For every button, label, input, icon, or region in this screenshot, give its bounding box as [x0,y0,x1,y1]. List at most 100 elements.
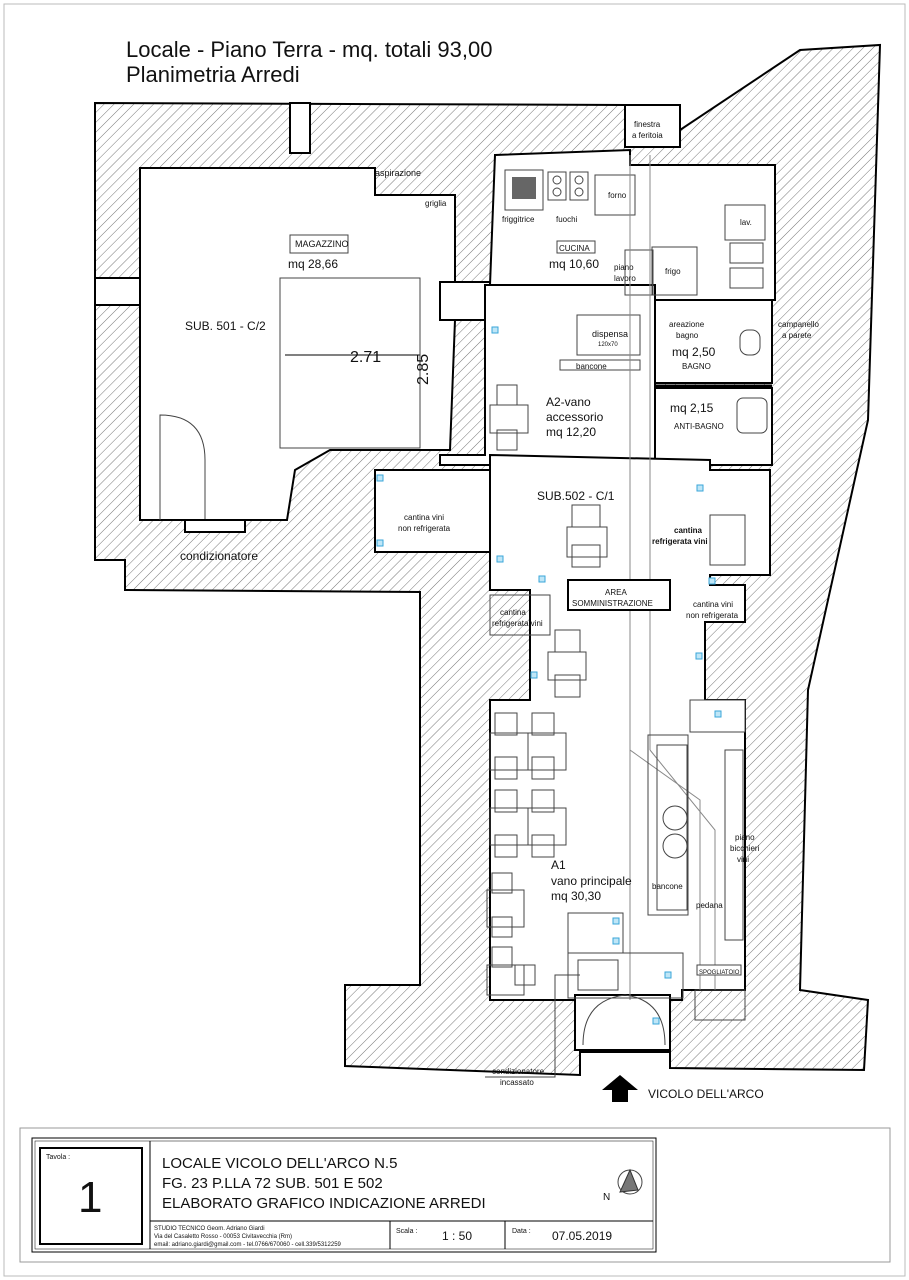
piano-lavoro-label-2: lavoro [614,274,636,283]
entrance-label: VICOLO DELL'ARCO [648,1087,764,1101]
area-somm-label-2: SOMMINISTRAZIONE [572,599,653,608]
piano-bicchieri-label-3: vini [737,855,749,864]
a1-label-2: vano principale [551,874,632,888]
area-somm-label-box [567,579,671,611]
spogliatoio-label-box [696,964,742,976]
sink-1 [729,242,764,264]
antibagno-label: ANTI-BAGNO [674,422,724,431]
bagno-label: BAGNO [682,362,711,371]
frigo [651,246,698,296]
forno-label: forno [608,191,627,200]
griglia-label: griglia [425,199,447,208]
dispensa [576,314,641,356]
cantina-ref-right-label-2: refrigerata vini [652,537,708,546]
tavola-number: 1 [78,1173,102,1222]
piano-lavoro-label: piano [614,263,634,272]
sub501-label: SUB. 501 - C/2 [185,319,266,333]
dimension-height: 2.85 [415,354,432,385]
bancone-bar [647,734,689,916]
side-passage [94,277,141,306]
tavola-label: Tavola : [46,1154,70,1161]
cantina-nr-right-label-2: non refrigerata [686,611,739,620]
friggitrice-label: friggitrice [502,215,535,224]
sink-2 [729,267,764,289]
campanello-label-2: a parete [782,331,812,340]
piano-bicchieri-label-2: bicchieri [730,844,760,853]
scala-value: 1 : 50 [442,1229,472,1243]
plan-subtitle: Planimetria Arredi [126,62,300,87]
campanello-label: campanello [778,320,819,329]
north-arrow-icon [617,1168,643,1195]
aspirazione-label: aspirazione [375,168,421,178]
toilet [739,329,761,356]
burner-1 [547,171,567,201]
curved-wall [159,414,206,520]
title-line-1: LOCALE VICOLO DELL'ARCO N.5 [162,1155,397,1172]
cantina-nr-right-label: cantina vini [693,600,733,609]
dispensa-size: 120x70 [598,342,618,348]
friggitrice-basket [512,177,536,199]
electrical-sockets [376,326,722,1025]
lockers [694,989,746,1021]
spogliatoio-label: SPOGLIATOIO [699,970,740,976]
antibagno-area: mq 2,15 [670,401,714,415]
cond-incassato-label-2: incassato [500,1078,534,1087]
data-value: 07.05.2019 [552,1229,612,1243]
piano-lavoro [624,249,654,296]
studio-name: STUDIO TECNICO Geom. Adriano Giardi [154,1226,265,1232]
cucina-area: mq 10,60 [549,257,599,271]
a1-label: A1 [551,858,566,872]
cantina-refrigerata-left [489,594,551,636]
dimension-width: 2.71 [350,349,381,366]
plan-title: Locale - Piano Terra - mq. totali 93,00 [126,37,492,62]
scala-label: Scala : [396,1228,417,1235]
room-cantina-left [374,469,491,553]
page-border [3,3,906,1277]
forno [594,174,636,216]
fuochi-label: fuochi [556,215,578,224]
areazione-label: areazione [669,320,705,329]
north-label: N [603,1192,610,1203]
pedana-label: pedana [696,901,723,910]
bancone-kitchen-label: bancone [576,362,607,371]
a2-label: A2-vano [546,395,591,409]
entrance-arrow-icon [602,1075,638,1102]
magazzino-label-box [289,234,349,254]
burner-2 [569,171,589,201]
cucina-label-box [556,240,596,254]
frigo-label: frigo [665,267,681,276]
top-slot [289,102,311,154]
cantina-refrigerata-right [709,514,746,566]
bancone-bar-label: bancone [652,882,683,891]
corridor [439,281,491,321]
data-label: Data : [512,1228,531,1235]
finestra-label-2: a feritoia [632,131,663,140]
dispensa-label: dispensa [592,329,628,339]
cantina-ref-left-label: cantina [500,608,526,617]
magazzino-label: MAGAZZINO [295,239,349,249]
bancone-kitchen [559,359,641,371]
lav-label: lav. [740,218,752,227]
piano-bicchieri-label: piano [735,833,755,842]
a1-area: mq 30,30 [551,889,601,903]
studio-contacts: email: adriano.giardi@gmail.com - tel.07… [154,1242,342,1248]
cantina-nr-left-label: cantina vini [404,513,444,522]
title-block: Tavola : 1 LOCALE VICOLO DELL'ARCO N.5 F… [19,1127,891,1263]
title-line-2: FG. 23 P.LLA 72 SUB. 501 E 502 [162,1175,383,1192]
bagno-area: mq 2,50 [672,345,716,359]
sink-round [662,805,688,831]
piano-bicchieri [724,749,744,941]
lavello [724,204,766,241]
cond-incassato-label: condizionatore [492,1067,545,1076]
condizionatore-label: condizionatore [180,549,258,563]
washbasin [736,397,768,434]
area-somm-label: AREA [605,588,627,597]
magazzino-area: mq 28,66 [288,257,338,271]
entrance-door[interactable] [582,994,666,1046]
studio-address: Via del Casaletto Rosso - 00053 Civitave… [154,1234,292,1240]
a2-area: mq 12,20 [546,425,596,439]
cantina-ref-left-label-2: refrigerata vini [492,619,543,628]
areazione-label-2: bagno [676,331,699,340]
a2-label-2: accessorio [546,410,604,424]
